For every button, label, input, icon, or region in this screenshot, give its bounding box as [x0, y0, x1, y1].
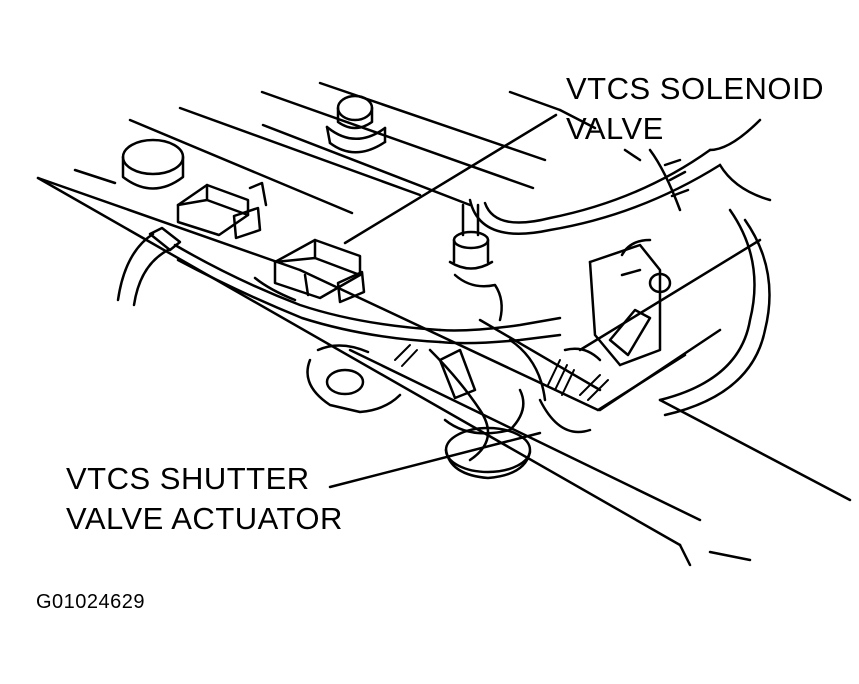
- shutter-callout-line1: VTCS SHUTTER: [66, 461, 310, 496]
- left-connector-icon: [176, 181, 268, 240]
- figure-code: G01024629: [36, 591, 146, 613]
- solenoid-callout-line1: VTCS SOLENOID: [566, 71, 824, 106]
- shutter-callout-line2: VALVE ACTUATOR: [66, 501, 343, 536]
- mounting-bracket: [588, 238, 672, 367]
- solenoid-callout-line2: VALVE: [566, 111, 664, 146]
- left-hose: [116, 226, 182, 307]
- solenoid-valve-icon: [273, 238, 366, 304]
- shutter-leader-line: [328, 431, 542, 489]
- solenoid-leader-line: [343, 113, 558, 245]
- engine-diagonal-edges: [36, 176, 852, 567]
- vacuum-hose: [448, 203, 503, 322]
- upper-hose: [468, 118, 772, 235]
- oil-cap-icon: [325, 94, 387, 154]
- wire-harness: [173, 243, 562, 345]
- right-hose: [658, 208, 771, 417]
- filler-cap-icon: [121, 138, 185, 190]
- shading-hatches: [394, 344, 609, 401]
- shutter-actuator-icon: [306, 338, 602, 480]
